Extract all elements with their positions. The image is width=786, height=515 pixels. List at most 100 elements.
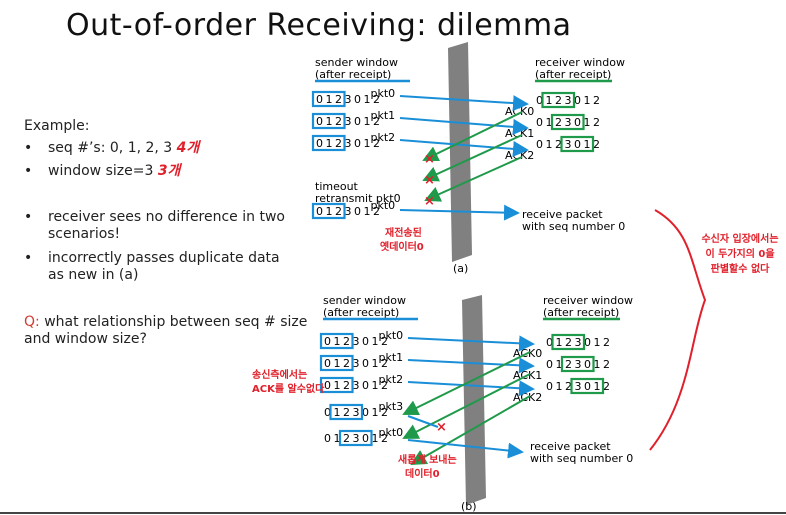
a-pkt2-arrow xyxy=(399,139,529,157)
b-receive-2: with seq number 0 xyxy=(530,452,633,465)
ack-label: ACK2 xyxy=(505,149,534,162)
window-box xyxy=(311,134,346,152)
seq-number: 1 xyxy=(584,116,591,129)
seq-number: 0 xyxy=(574,116,581,129)
seq-number: 0 xyxy=(362,357,369,370)
seq-number: 0 xyxy=(316,115,323,128)
seq-number: 3 xyxy=(353,379,360,392)
seq-number: 0 xyxy=(316,93,323,106)
seq-number: 3 xyxy=(345,205,352,218)
channel-b xyxy=(462,295,486,505)
a-lost-x-1: × xyxy=(424,152,435,167)
seq-number: 2 xyxy=(603,380,610,393)
b-note-left-2: ACK를 알수없다 xyxy=(252,382,325,395)
seq-number: 1 xyxy=(326,205,333,218)
a-ack2-arrow xyxy=(424,156,523,202)
seq-number: 3 xyxy=(353,357,360,370)
seq-number: 0 xyxy=(574,94,581,107)
bottom-rule xyxy=(0,512,786,514)
b-receive-1: receive packet xyxy=(530,440,611,453)
seq-number: 1 xyxy=(546,138,553,151)
seq-number: 3 xyxy=(345,115,352,128)
msg-label: pkt1 xyxy=(371,109,396,122)
seq-number: 2 xyxy=(373,137,380,150)
seq-number: 1 xyxy=(326,137,333,150)
seq-number: 0 xyxy=(362,335,369,348)
seq-number: 0 xyxy=(536,138,543,151)
msg-label: pkt3 xyxy=(379,400,404,413)
window-box xyxy=(319,354,354,372)
seq-number: 1 xyxy=(326,115,333,128)
seq-number: 2 xyxy=(381,335,388,348)
seq-number: 1 xyxy=(546,94,553,107)
a-receiver-window-label: receiver window xyxy=(535,56,625,69)
seq-number: 2 xyxy=(381,357,388,370)
a-pkt0-arrow xyxy=(399,95,529,112)
a-receive-1: receive packet xyxy=(522,208,603,221)
right-brace xyxy=(649,209,707,451)
msg-label: pkt0 xyxy=(379,426,404,439)
a-caption: (a) xyxy=(453,262,468,275)
seq-number: 2 xyxy=(555,138,562,151)
a-sender-window-label: sender window xyxy=(315,56,398,69)
window-box xyxy=(311,112,346,130)
b-ack2-arrow xyxy=(410,395,531,465)
seq-number: 0 xyxy=(362,406,369,419)
b-receiver-window-label: receiver window xyxy=(543,294,633,307)
msg-label: pkt2 xyxy=(379,373,404,386)
seq-number: 1 xyxy=(334,432,341,445)
seq-number: 2 xyxy=(381,379,388,392)
seq-number: 0 xyxy=(584,358,591,371)
seq-number: 0 xyxy=(546,336,553,349)
seq-number: 1 xyxy=(364,115,371,128)
seq-number: 3 xyxy=(575,358,582,371)
a-retransmit-arrow xyxy=(399,204,520,221)
b-caption: (b) xyxy=(461,500,477,513)
seq-number: 2 xyxy=(565,336,572,349)
b-pkt3-arrow xyxy=(407,415,439,428)
a-ack0-arrow xyxy=(422,111,523,162)
seq-number: 0 xyxy=(354,115,361,128)
seq-number: 0 xyxy=(546,380,553,393)
seq-number: 1 xyxy=(372,432,379,445)
seq-number: 2 xyxy=(343,379,350,392)
brace-note-1: 수신자 입장에서는 xyxy=(701,232,778,245)
page-title: Out-of-order Receiving: dilemma xyxy=(66,8,572,43)
msg-label: pkt1 xyxy=(379,351,404,364)
seq-number: 0 xyxy=(324,432,331,445)
seq-number: 0 xyxy=(536,94,543,107)
seq-number: 0 xyxy=(324,335,331,348)
question: Q: what relationship between seq # size … xyxy=(24,314,308,347)
b-pkt2-arrow xyxy=(407,380,535,397)
seq-number: 0 xyxy=(362,432,369,445)
seq-number: 0 xyxy=(362,379,369,392)
seq-number: 2 xyxy=(603,336,610,349)
b-note-left-1: 송신측에서는 xyxy=(252,368,307,381)
seq-number: 2 xyxy=(373,93,380,106)
note-4: 4개 xyxy=(176,140,200,156)
seq-number: 1 xyxy=(594,358,601,371)
seq-number: 3 xyxy=(345,93,352,106)
seq-number: 1 xyxy=(372,406,379,419)
seq-number: 1 xyxy=(334,357,341,370)
a-receive-2: with seq number 0 xyxy=(522,220,625,233)
window-box xyxy=(319,332,354,350)
seq-number: 1 xyxy=(372,357,379,370)
a-timeout-label: timeout xyxy=(315,180,359,193)
b-pkt1-arrow xyxy=(407,357,535,374)
seq-number: 2 xyxy=(343,406,350,419)
